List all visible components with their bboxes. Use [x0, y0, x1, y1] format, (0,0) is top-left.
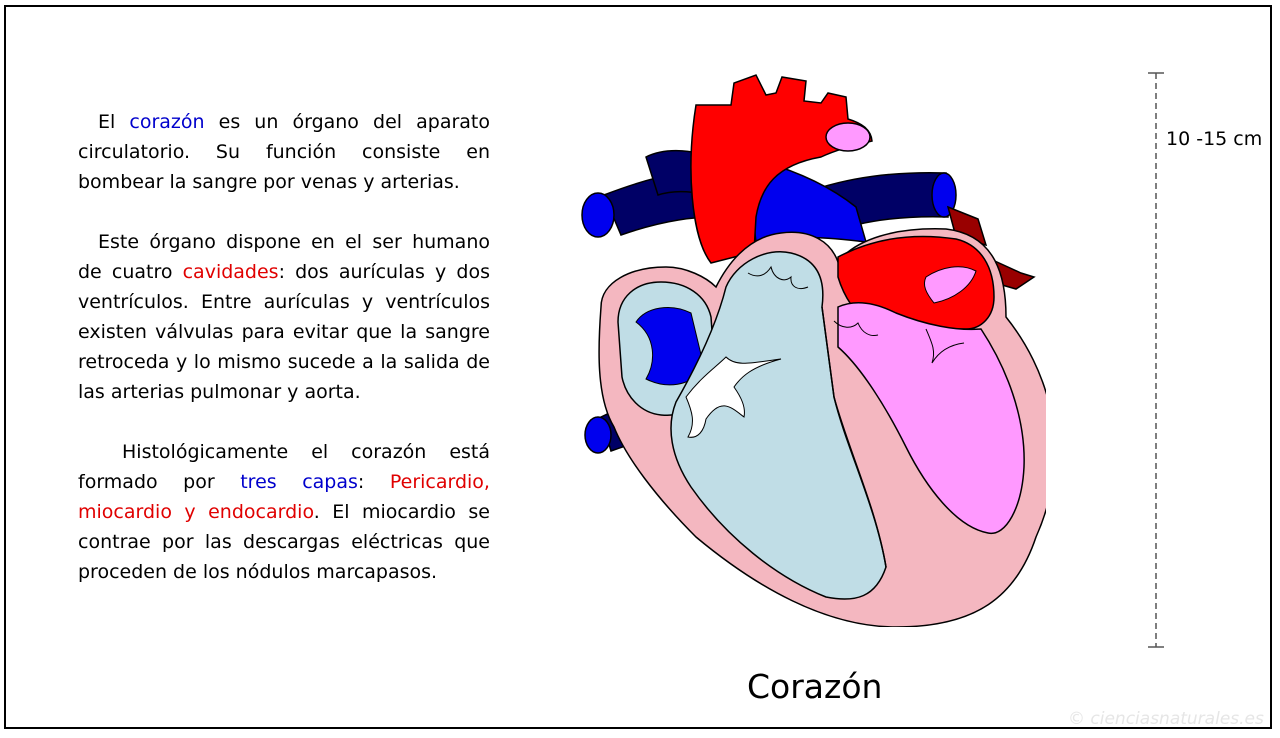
scale-label: 10 -15 cm — [1166, 128, 1263, 150]
keyword-corazon: corazón — [129, 111, 205, 133]
tricuspid-valve — [685, 356, 782, 438]
keyword-capas-names: Pericardio, miocardio y endocardio — [78, 471, 490, 523]
paragraph-3-text-a: Histológicamente el corazón está formado… — [78, 441, 490, 493]
mitral-valve — [925, 328, 965, 364]
paragraph-1: El corazón es un órgano del aparato circ… — [78, 107, 490, 197]
aorta-opening — [825, 122, 871, 152]
aortic-valve — [833, 320, 879, 336]
paragraph-3: Histológicamente el corazón está formado… — [78, 437, 490, 587]
slide-frame: El corazón es un órgano del aparato circ… — [4, 5, 1272, 729]
paragraph-2-text-a: Este órgano dispone en el ser humano de … — [78, 231, 490, 283]
scale-bar — [1148, 72, 1164, 648]
paragraph-2-text-b: : dos aurículas y dos ventrículos. Entre… — [78, 261, 490, 403]
description-text: El corazón es un órgano del aparato circ… — [78, 107, 490, 587]
paragraph-2: Este órgano dispone en el ser humano de … — [78, 227, 490, 407]
copyright-watermark: © cienciasnaturales.es — [1068, 709, 1264, 729]
heart-diagram — [581, 74, 1046, 627]
left-ventricle — [837, 301, 1025, 534]
superior-vena-cava-opening — [581, 192, 615, 238]
inferior-vena-cava-opening — [584, 416, 612, 454]
right-ventricle — [670, 251, 887, 600]
aorta — [690, 74, 873, 264]
pulmonary-valve — [747, 265, 809, 290]
paragraph-3-text-c: . El miocardio se contrae por las descar… — [78, 501, 490, 583]
interventricular-septum — [821, 306, 887, 568]
left-atrium-highlight — [923, 266, 977, 304]
keyword-cavidades: cavidades — [182, 261, 279, 283]
paragraph-3-text-b: : — [357, 471, 390, 493]
keyword-tres-capas: tres capas — [240, 471, 358, 493]
diagram-caption: Corazón — [747, 667, 883, 706]
paragraph-1-text-b: es un órgano del aparato circulatorio. S… — [78, 111, 491, 193]
pulmonary-artery-opening — [931, 172, 957, 218]
right-atrium-blood — [635, 307, 705, 386]
paragraph-1-text-a: El — [98, 111, 130, 133]
